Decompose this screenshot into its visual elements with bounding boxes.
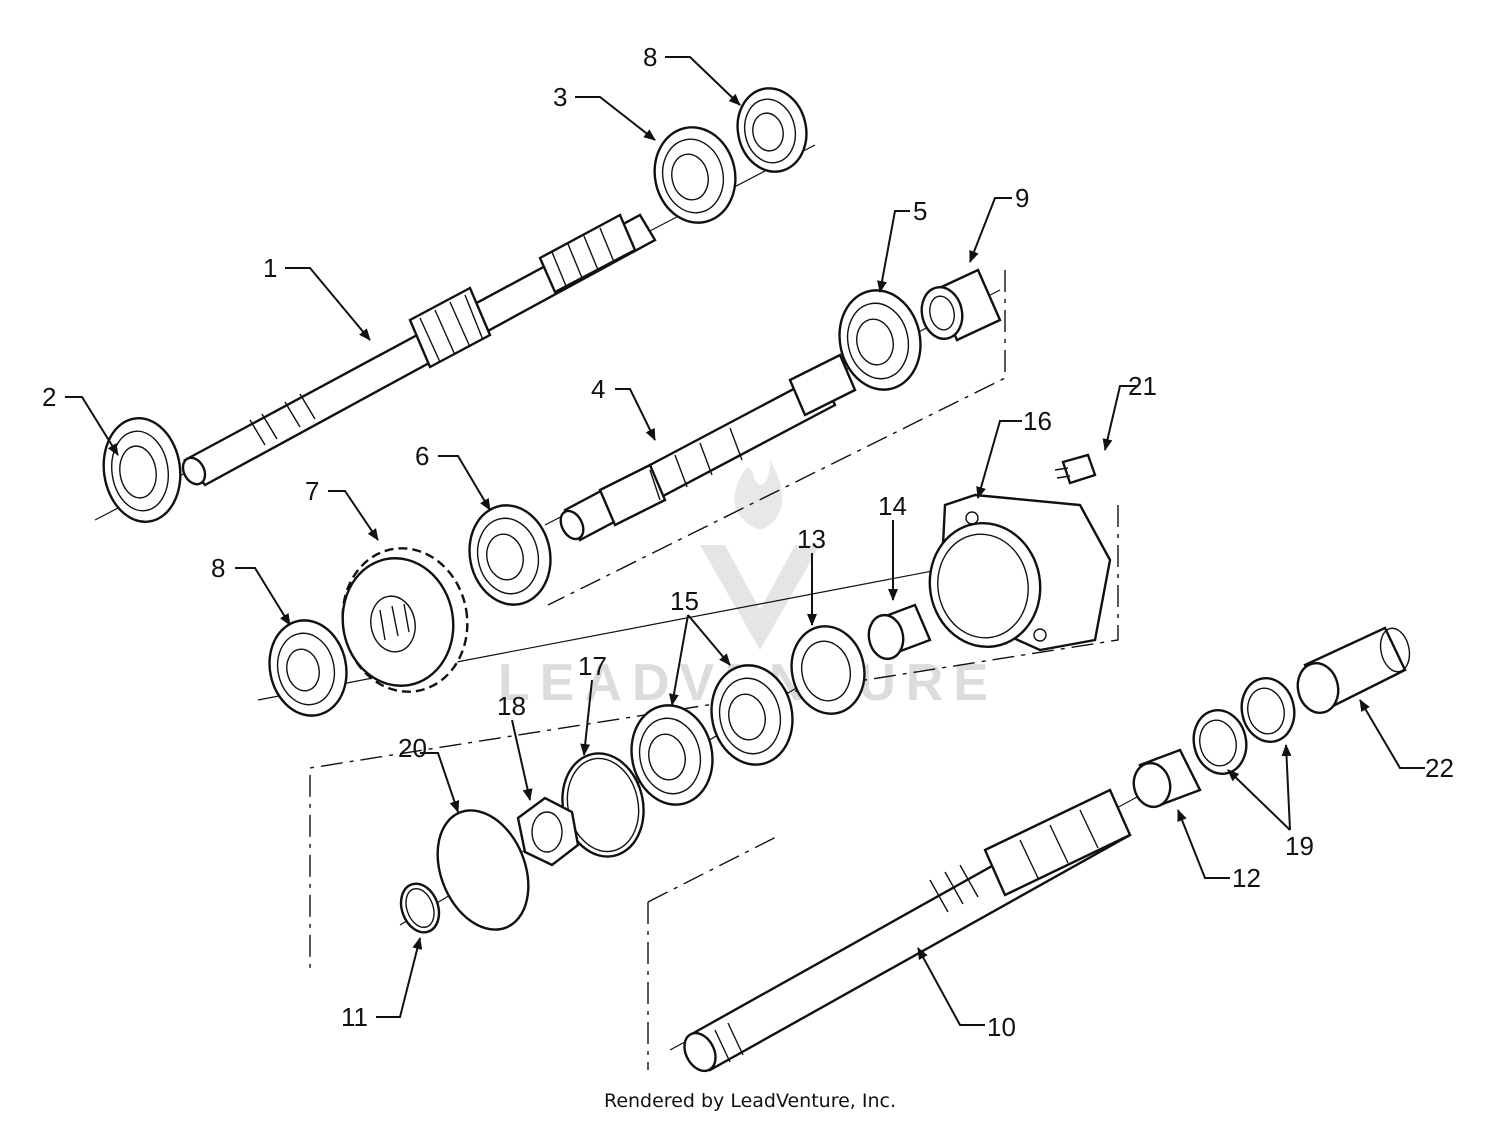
label-part-13: 13	[797, 524, 826, 554]
bearing-part-15-b	[630, 704, 714, 806]
label-part-2: 2	[42, 382, 56, 412]
gear-part-7	[341, 547, 469, 693]
ring-part-19-b	[1240, 677, 1296, 743]
label-part-8-lower: 8	[211, 553, 225, 583]
label-part-8-top: 8	[643, 42, 657, 72]
label-part-5: 5	[913, 196, 927, 226]
label-part-10: 10	[987, 1012, 1016, 1042]
footer-credit: Rendered by LeadVenture, Inc.	[603, 1090, 897, 1112]
shaft-part-1	[181, 213, 657, 487]
label-part-18: 18	[497, 691, 526, 721]
needle-bearing-part-9	[920, 268, 1002, 342]
label-part-1: 1	[263, 253, 277, 283]
label-part-7: 7	[305, 476, 319, 506]
shaft-part-4	[559, 353, 857, 542]
label-part-17: 17	[578, 651, 607, 681]
label-part-9: 9	[1015, 183, 1029, 213]
bearing-part-8-top	[736, 87, 808, 173]
clip-part-11	[399, 882, 441, 934]
bearing-part-6	[468, 504, 552, 606]
sleeve-part-22	[1296, 626, 1411, 715]
label-part-20: 20	[398, 733, 427, 763]
bolt-part-21	[1054, 453, 1097, 485]
assembly-lines	[309, 270, 1119, 1070]
label-part-19: 19	[1285, 831, 1314, 861]
ring-part-13	[790, 625, 866, 715]
label-part-11: 11	[341, 1002, 368, 1032]
bearing-part-15-a	[710, 664, 794, 766]
label-part-21: 21	[1128, 371, 1157, 401]
shaft-part-10	[683, 788, 1132, 1073]
label-part-6: 6	[415, 441, 429, 471]
bearing-part-8-lower	[268, 619, 348, 717]
bushing-part-12	[1132, 748, 1202, 809]
label-part-15: 15	[670, 586, 699, 616]
ring-part-19-a	[1192, 709, 1248, 775]
label-part-4: 4	[591, 374, 605, 404]
housing-part-16	[928, 493, 1112, 652]
leader-lines	[65, 56, 1425, 1026]
label-part-12: 12	[1232, 863, 1261, 893]
disc-part-20	[436, 809, 530, 931]
part-labels: 1 2 3 4 5 6 7 8 8 9 10 11 12 13 14 15 16…	[42, 42, 1454, 1042]
bearing-part-3	[653, 126, 737, 224]
label-part-3: 3	[553, 82, 567, 112]
label-part-14: 14	[878, 491, 907, 521]
bearing-part-2	[102, 417, 182, 523]
bearing-part-5	[838, 289, 922, 391]
nut-part-18	[516, 796, 580, 867]
label-part-22: 22	[1425, 753, 1454, 783]
label-part-16: 16	[1023, 406, 1052, 436]
bushing-part-14	[867, 603, 932, 661]
